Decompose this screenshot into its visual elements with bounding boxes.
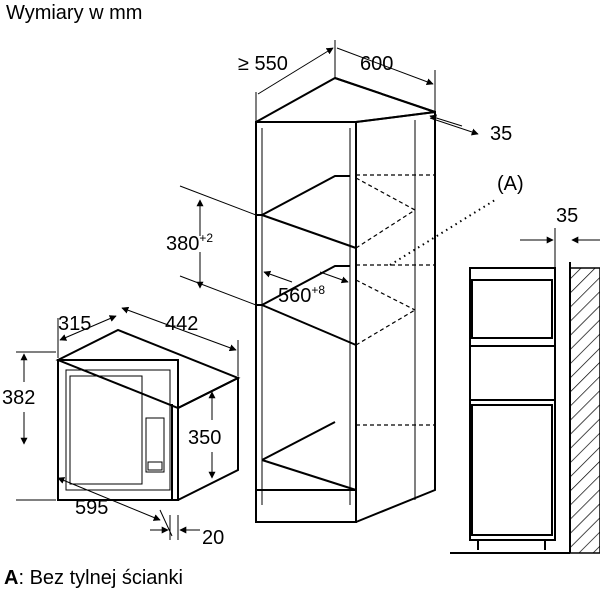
wall-gap-label: 35 bbox=[556, 205, 578, 227]
mw-width-top-label: 442 bbox=[165, 313, 198, 335]
microwave bbox=[55, 328, 241, 501]
cabinet-top-dimensions: ≥ 550 600 35 bbox=[238, 40, 512, 145]
niche-height-label: 380+2 bbox=[166, 231, 213, 255]
microwave-dimensions: 315 442 382 350 595 20 bbox=[2, 306, 239, 549]
callout-label: (A) bbox=[497, 173, 524, 195]
niche-height-dimension: 380+2 bbox=[166, 185, 257, 306]
footer-text: : Bez tylnej ścianki bbox=[18, 567, 183, 589]
mw-front-label: 20 bbox=[202, 527, 224, 549]
footer-note: A: Bez tylnej ścianki bbox=[4, 567, 183, 590]
cabinet-width-label: 600 bbox=[360, 53, 393, 75]
mw-width-label: 595 bbox=[75, 497, 108, 519]
cabinet-depth-label: ≥ 550 bbox=[238, 53, 288, 75]
cabinet-gap-label: 35 bbox=[490, 123, 512, 145]
niche-width-dimension: 560+8 bbox=[263, 270, 349, 307]
callout-a: (A) bbox=[389, 173, 524, 266]
tall-cabinet bbox=[255, 76, 436, 523]
mw-depth-label: 315 bbox=[58, 313, 91, 335]
side-view: 35 bbox=[450, 205, 600, 554]
niche-width-label: 560+8 bbox=[278, 283, 325, 307]
mw-height-label: 382 bbox=[2, 387, 35, 409]
footer-key: A bbox=[4, 567, 19, 589]
diagram-title: Wymiary w mm bbox=[6, 2, 143, 24]
mw-inner-height-label: 350 bbox=[188, 427, 221, 449]
